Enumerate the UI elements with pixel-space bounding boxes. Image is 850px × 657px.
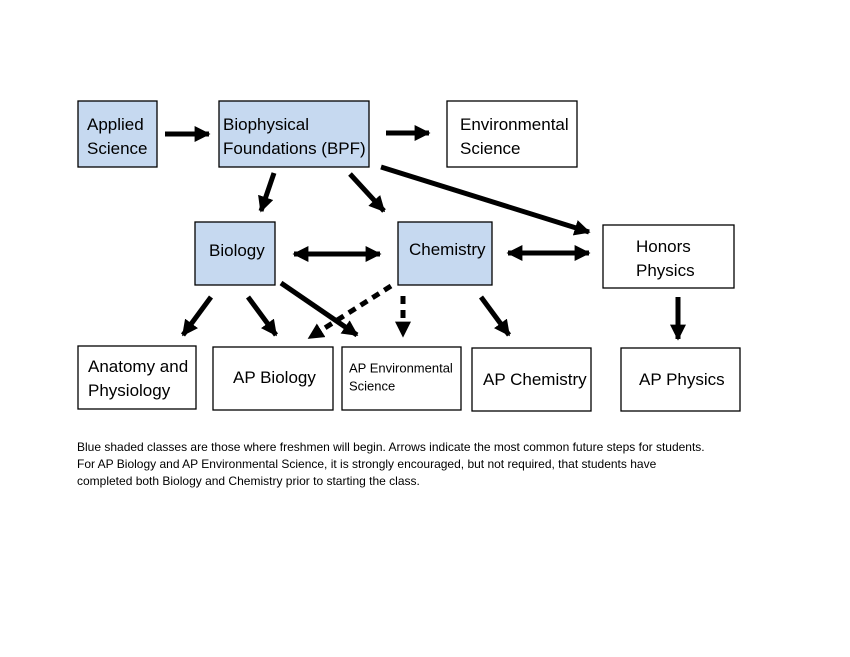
node-label: Honors: [636, 237, 691, 256]
arrow-bpf-to-biology: [258, 172, 277, 213]
node-label: Physiology: [88, 381, 171, 400]
node-box: [341, 346, 462, 411]
arrow-biology-to-ap-environmental-science: [279, 280, 359, 338]
node-label: Science: [349, 379, 395, 394]
caption-line: For AP Biology and AP Environmental Scie…: [77, 457, 657, 471]
arrow-chemistry-to-ap-biology: [307, 283, 393, 341]
node-biology: Biology: [194, 221, 276, 286]
node-box: [77, 345, 197, 410]
node-box: [620, 347, 741, 412]
node-label: AP Biology: [233, 368, 316, 387]
node-ap-biology: AP Biology: [212, 346, 334, 411]
node-label: Foundations (BPF): [223, 139, 366, 158]
arrow-biology-to-ap-biology: [245, 295, 279, 337]
caption-line: Blue shaded classes are those where fres…: [77, 440, 705, 454]
node-box: [446, 100, 578, 168]
arrow-biology-to-anatomy-physiology: [180, 295, 214, 337]
node-box: [602, 224, 735, 289]
node-label: Science: [460, 139, 520, 158]
node-label: Chemistry: [409, 240, 486, 259]
node-label: Physics: [636, 261, 695, 280]
node-box: [77, 100, 158, 168]
node-label: Applied: [87, 115, 144, 134]
node-label: Science: [87, 139, 147, 158]
legend-caption: Blue shaded classes are those where fres…: [77, 439, 737, 490]
node-label: Anatomy and: [88, 357, 188, 376]
node-box: [212, 346, 334, 411]
node-label: Biology: [209, 241, 265, 260]
node-box: [397, 221, 493, 286]
arrow-bpf-to-honors-physics: [380, 164, 591, 236]
arrow-chemistry-to-ap-chemistry: [478, 295, 512, 337]
node-box: [194, 221, 276, 286]
caption-line: completed both Biology and Chemistry pri…: [77, 474, 420, 488]
node-ap-chemistry: AP Chemistry: [471, 347, 592, 412]
node-ap-physics: AP Physics: [620, 347, 741, 412]
node-label: AP Environmental: [349, 361, 453, 376]
node-box: [471, 347, 592, 412]
node-label: Biophysical: [223, 115, 309, 134]
node-label: AP Chemistry: [483, 370, 587, 389]
node-label: AP Physics: [639, 370, 725, 389]
node-label: Environmental: [460, 115, 569, 134]
node-chemistry: Chemistry: [397, 221, 493, 286]
arrow-bpf-to-chemistry: [348, 172, 386, 213]
node-box: [218, 100, 370, 168]
edges-layer: [165, 124, 687, 341]
